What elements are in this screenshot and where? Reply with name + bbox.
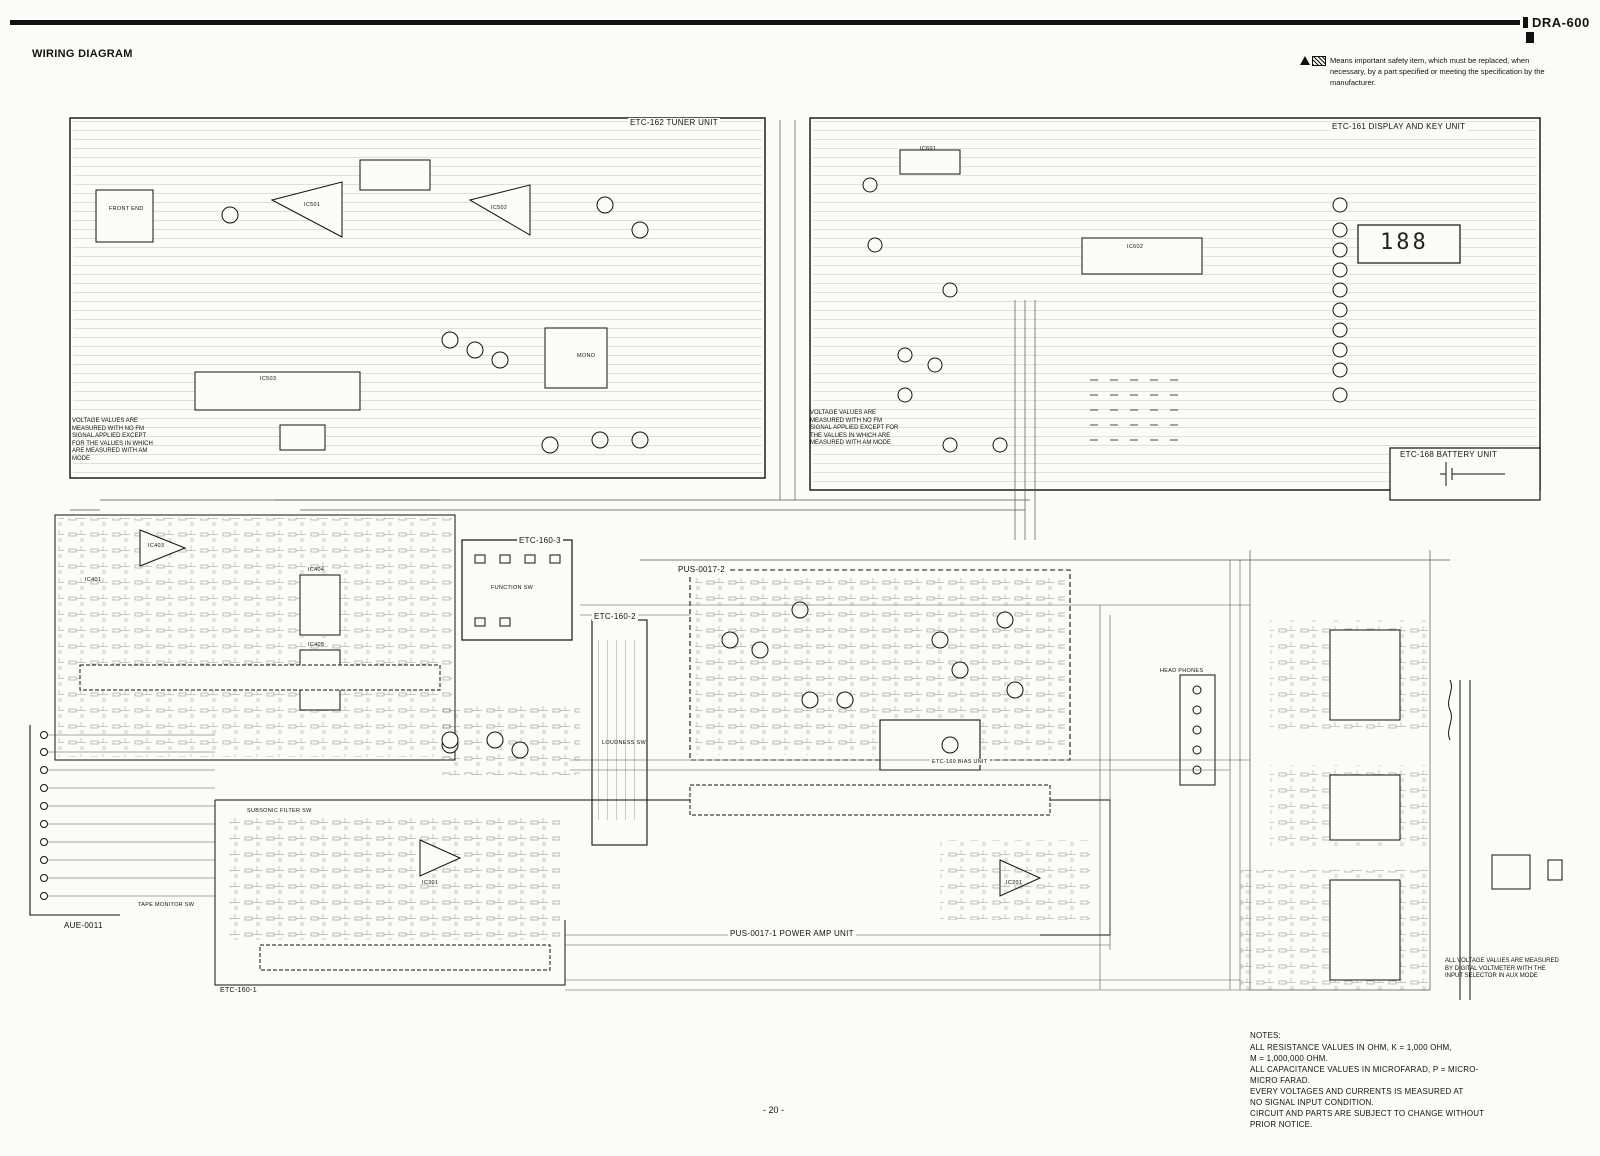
display-key-unit-block [809, 117, 1541, 491]
page-number: - 20 - [763, 1105, 785, 1115]
function-switch-label: FUNCTION SW [491, 585, 534, 591]
tape-monitor-switch-label: TAPE MONITOR SW [138, 902, 195, 908]
phono-block [54, 514, 459, 761]
tuner-unit-block [69, 117, 766, 479]
safety-note: Means important safety item, which must … [1300, 55, 1565, 88]
model-tag: DRA-600 [1523, 15, 1600, 45]
power-voltage-note: ALL VOLTAGE VALUES ARE MEASURED BY DIGIT… [1445, 958, 1559, 979]
etc-160-1-label: ETC-160-1 [218, 987, 259, 994]
safety-symbols [1300, 55, 1326, 88]
pus-0017-2-label: PUS-0017-2 [676, 565, 728, 574]
function-switch-block [461, 539, 573, 641]
tuner-voltage-note: VOLTAGE VALUES ARE MEASURED WITH NO FM S… [72, 418, 153, 462]
etc-160-2-label: ETC-160-2 [592, 612, 638, 621]
ic601-label: IC601 [920, 146, 937, 152]
ic404-label: IC404 [308, 567, 325, 573]
top-rule [10, 20, 1520, 25]
notes-heading: NOTES: [1250, 1031, 1281, 1040]
ic602-label: IC602 [1127, 244, 1144, 250]
display-unit-label: ETC-161 DISPLAY AND KEY UNIT [1330, 122, 1468, 131]
warning-triangle-icon [1300, 56, 1310, 65]
page-title: WIRING DIAGRAM [32, 48, 133, 60]
head-phones-label: HEAD PHONES [1160, 668, 1204, 674]
loudness-switch-label: LOUDNESS SW [602, 740, 646, 746]
display-readout: 188 [1380, 230, 1429, 255]
front-end-label: FRONT END [109, 206, 144, 212]
safety-note-text: Means important safety item, which must … [1330, 56, 1545, 87]
etc-160-1-block [214, 800, 566, 986]
headphone-block [1179, 674, 1216, 786]
ic501-label: IC501 [304, 202, 321, 208]
notes-line: CIRCUIT AND PARTS ARE SUBJECT TO CHANGE … [1250, 1109, 1485, 1118]
ic301-label: IC301 [422, 880, 439, 886]
mono-label: MONO [577, 353, 596, 359]
hatched-box-icon [1312, 56, 1326, 66]
tone-control-block [440, 705, 580, 775]
display-voltage-note: VOLTAGE VALUES ARE MEASURED WITH NO FM S… [810, 410, 899, 446]
notes-line: EVERY VOLTAGES AND CURRENTS IS MEASURED … [1250, 1087, 1464, 1096]
notes-line: ALL CAPACITANCE VALUES IN MICROFARAD, P … [1250, 1065, 1479, 1074]
ic403-label: IC403 [148, 543, 165, 549]
notes-line: MICRO FARAD. [1250, 1076, 1311, 1085]
ic405-label: IC405 [308, 642, 325, 648]
input-jack-block [29, 725, 215, 916]
tuner-unit-label: ETC-162 TUNER UNIT [628, 118, 720, 127]
loudness-block [591, 619, 648, 846]
ic502-label: IC502 [491, 205, 508, 211]
power-amp-lower-block [215, 784, 1111, 940]
power-amp-unit-label: PUS-0017-1 POWER AMP UNIT [728, 929, 856, 938]
notes-block: NOTES: ALL RESISTANCE VALUES IN OHM, K =… [1250, 1030, 1530, 1130]
power-supply-block [1240, 550, 1563, 1000]
battery-unit-label: ETC-168 BATTERY UNIT [1398, 450, 1500, 459]
ic503-label: IC503 [260, 376, 277, 382]
ic201-label: IC201 [1006, 880, 1023, 886]
power-amp-upper-block [689, 569, 1071, 771]
notes-line: M = 1,000,000 OHM. [1250, 1054, 1329, 1063]
subsonic-filter-switch-label: SUBSONIC FILTER SW [247, 808, 312, 814]
etc-160-3-label: ETC-160-3 [517, 536, 563, 545]
notes-line: PRIOR NOTICE. [1250, 1120, 1313, 1129]
bias-unit-label: ETC-169 BIAS UNIT [930, 759, 990, 765]
ic401-label: IC401 [85, 577, 102, 583]
notes-line: NO SIGNAL INPUT CONDITION. [1250, 1098, 1374, 1107]
aue-0011-label: AUE-0011 [62, 921, 105, 930]
notes-line: ALL RESISTANCE VALUES IN OHM, K = 1,000 … [1250, 1043, 1452, 1052]
